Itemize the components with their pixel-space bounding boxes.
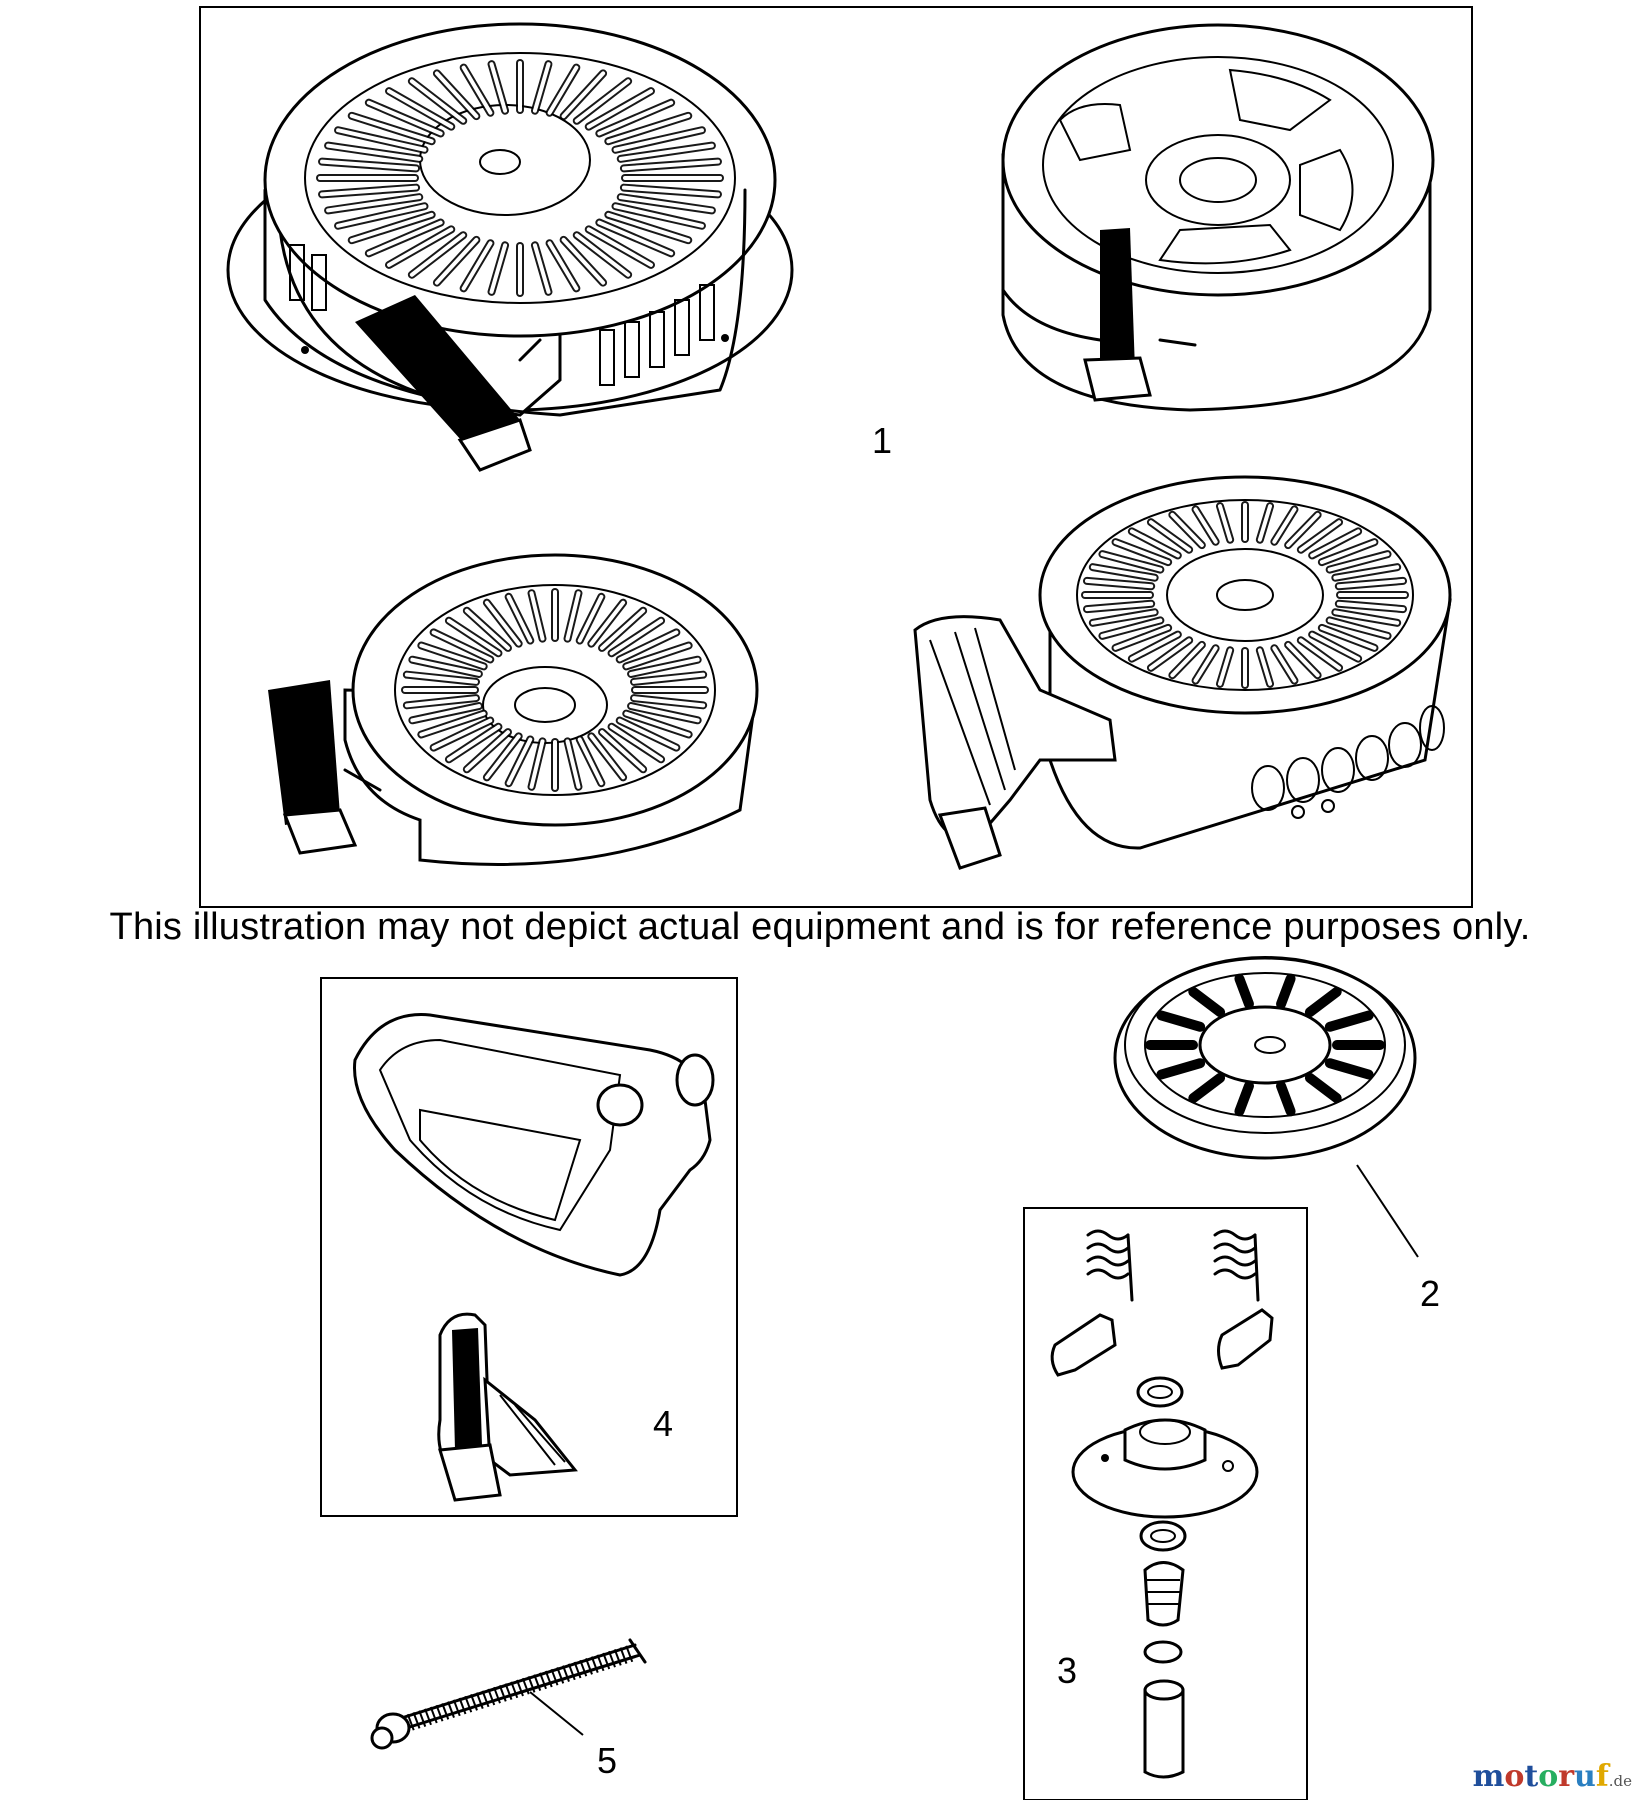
starter-rope-part	[370, 1638, 647, 1750]
watermark-logo: motoruf.de	[1473, 1759, 1632, 1794]
watermark-name: motoruf	[1472, 1759, 1609, 1794]
callout-2: 2	[1420, 1273, 1440, 1314]
callout-1: 1	[872, 420, 892, 461]
callout-3: 3	[1057, 1650, 1077, 1691]
starter-handle-part	[353, 1013, 715, 1277]
disclaimer-note: This illustration may not depict actual …	[109, 906, 1531, 948]
handle-kit-frame	[320, 977, 738, 1517]
handle-grip-part	[437, 1312, 578, 1502]
callout-5-leader	[529, 1691, 584, 1736]
callout-2-leader	[1356, 1164, 1419, 1258]
recoil-starter-a	[226, 22, 794, 472]
callout-5: 5	[597, 1740, 617, 1781]
recoil-starter-d	[913, 475, 1452, 870]
pawl-kit-parts	[1050, 1229, 1274, 1779]
pawl-kit-frame	[1023, 1207, 1308, 1800]
recoil-starter-c	[268, 553, 759, 866]
recoil-starter-b	[1001, 23, 1435, 412]
watermark-tld: .de	[1608, 1772, 1632, 1790]
callout-4: 4	[653, 1403, 673, 1444]
starter-assembly-frame	[199, 6, 1473, 908]
pulley-part	[1113, 956, 1417, 1160]
